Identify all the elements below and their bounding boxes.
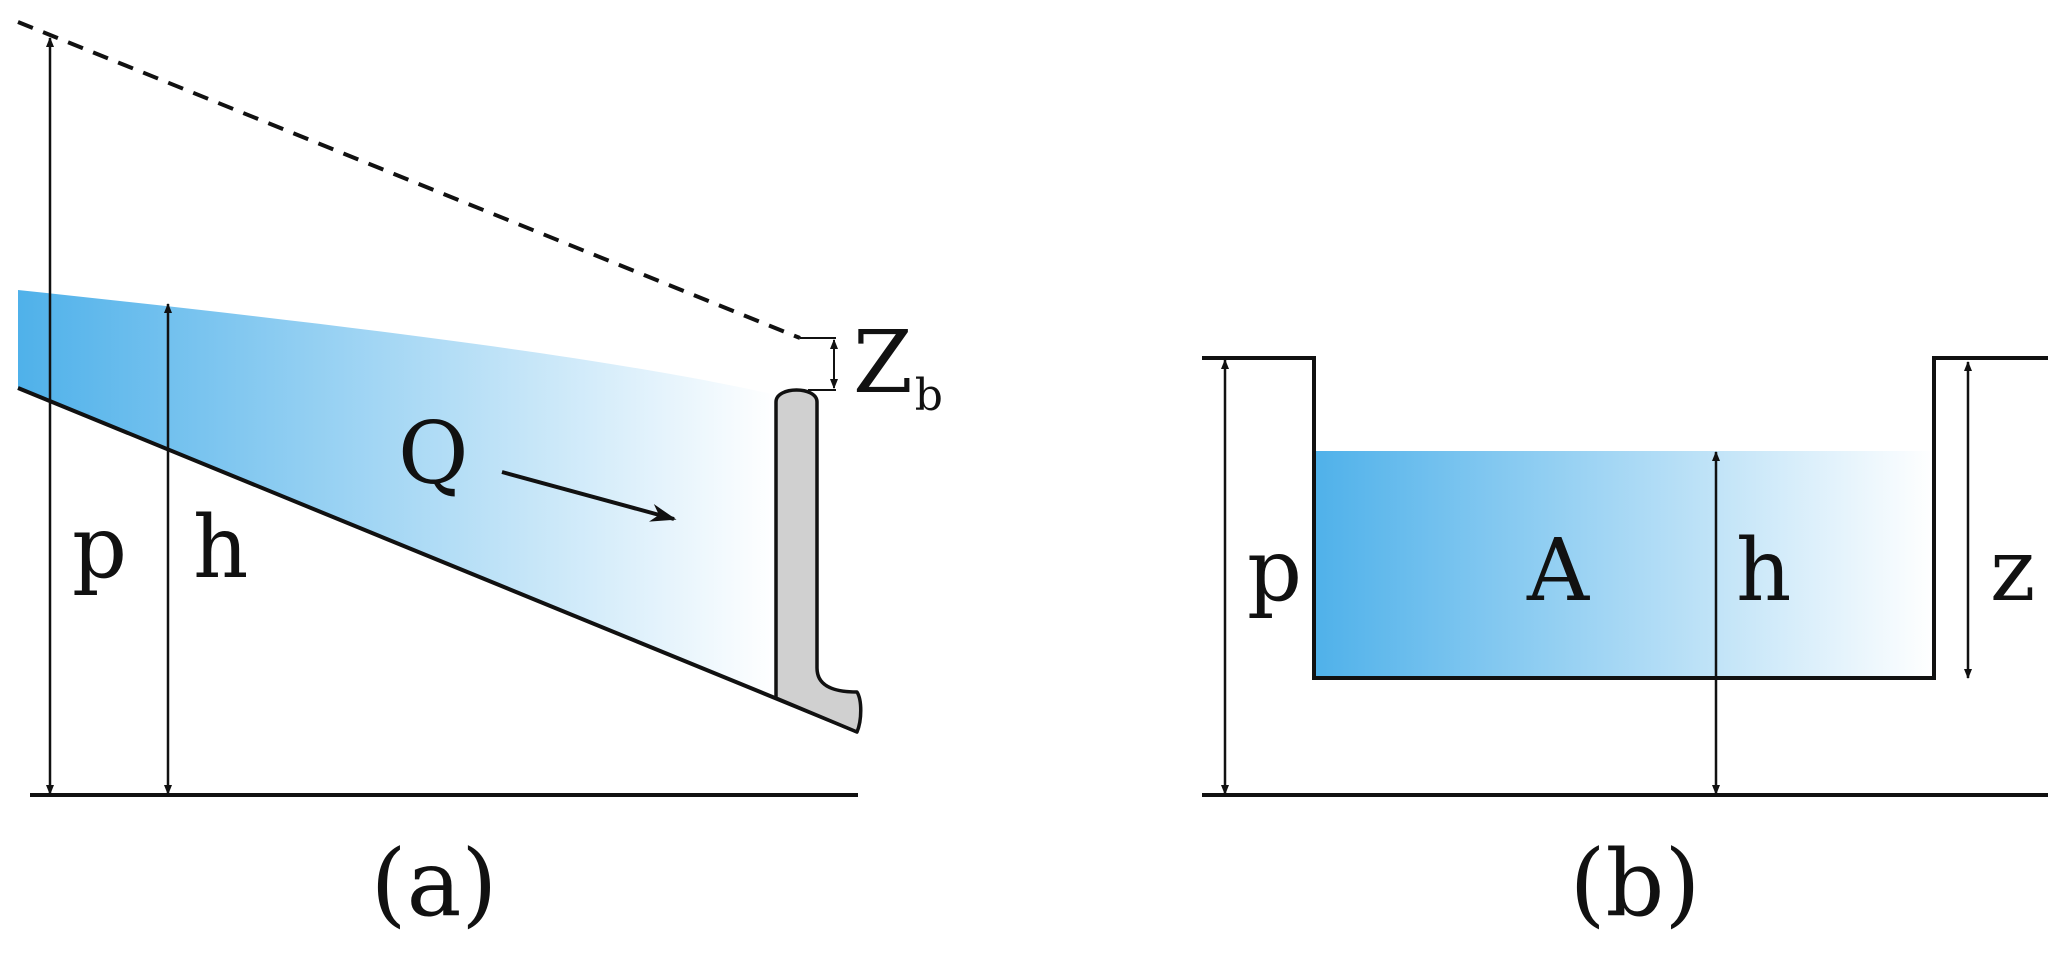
label-q-flow: Q [398,404,469,504]
channel-bed-line [17,386,859,734]
panel-a: p h Q Zb (a) [17,20,943,937]
label-h-b: h [1736,521,1791,621]
label-zb-subscript: b [915,370,943,421]
weir-wall [774,388,863,734]
label-h-a: h [193,498,248,598]
label-p-b: p [1247,521,1302,621]
caption-b: (b) [1570,830,1701,937]
energy-line [17,20,801,340]
flow-direction-arrow [501,470,677,522]
caption-a: (a) [371,830,498,937]
label-zb: Zb [853,313,943,421]
panel-b: p A h z (b) [1202,356,2048,937]
water-body-a [18,290,776,698]
trench-outline [1202,356,2048,680]
label-z: z [1990,521,2035,621]
label-zb-main: Z [853,313,913,413]
label-a-area: A [1526,521,1590,621]
water-body-b [1314,451,1934,678]
label-p-a: p [72,498,127,598]
